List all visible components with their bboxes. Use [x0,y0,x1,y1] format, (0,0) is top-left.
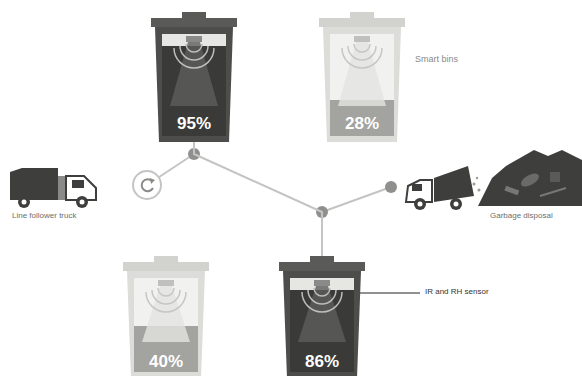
smart-bin: 95% [148,12,240,142]
text-label: Line follower truck [12,212,76,221]
refresh-icon [150,178,155,184]
network-dot [385,181,397,193]
fill-percentage: 28% [345,115,379,132]
network-line [147,154,194,185]
fill-percentage: 86% [305,353,339,370]
leader-line [352,293,420,294]
smart-bin: 28% [316,12,408,142]
fill-percentage: 40% [149,353,183,370]
disposal-truck [406,166,481,210]
refresh-circle [133,171,161,199]
line-follower-truck [10,168,96,208]
network-line [322,187,391,212]
text-label: Smart bins [415,55,458,65]
text-label: IR and RH sensor [425,288,489,297]
garbage-pile [478,150,582,206]
fill-percentage: 95% [177,115,211,132]
smart-bin: 40% [120,256,212,376]
smart-bin: 86% [276,256,368,376]
text-label: Garbage disposal [490,212,553,221]
network-connector [194,142,322,256]
